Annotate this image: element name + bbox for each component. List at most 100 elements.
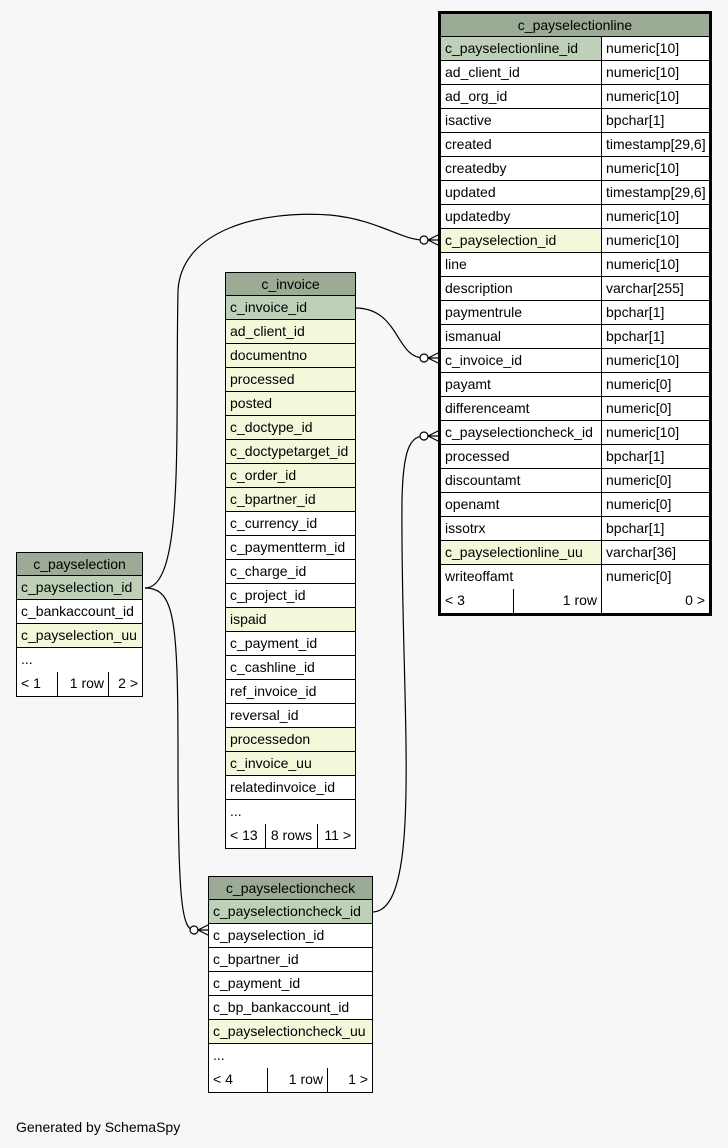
children-link[interactable]: 1 > — [327, 1068, 372, 1092]
more-columns-row[interactable]: ... — [17, 648, 142, 672]
column-row[interactable]: ref_invoice_id — [226, 680, 355, 704]
column-name: ad_client_id — [230, 323, 305, 339]
column-row[interactable]: ad_client_id — [226, 320, 355, 344]
column-type: numeric[10] — [601, 253, 709, 276]
parents-link[interactable]: < 4 — [213, 1071, 233, 1087]
row-count: 8 rows — [265, 824, 317, 848]
column-row[interactable]: line numeric[10] — [441, 253, 709, 277]
column-row[interactable]: c_order_id — [226, 464, 355, 488]
column-name: c_bankaccount_id — [21, 603, 134, 619]
column-row[interactable]: c_invoice_uu — [226, 752, 355, 776]
column-row[interactable]: reversal_id — [226, 704, 355, 728]
more-columns-row[interactable]: ... — [209, 1044, 372, 1068]
column-name: c_payselectioncheck_uu — [213, 1023, 366, 1039]
column-row[interactable]: c_doctypetarget_id — [226, 440, 355, 464]
column-row[interactable]: processedon — [226, 728, 355, 752]
column-type: numeric[10] — [601, 205, 709, 228]
column-type: bpchar[1] — [601, 109, 709, 132]
column-row[interactable]: c_payselection_id — [17, 576, 142, 600]
column-name: updated — [445, 184, 496, 200]
link-check-to-line — [371, 435, 425, 913]
column-row[interactable]: c_bpartner_id — [226, 488, 355, 512]
column-row[interactable]: c_payselection_uu — [17, 624, 142, 648]
column-name: c_project_id — [230, 587, 306, 603]
column-name: c_doctype_id — [230, 419, 313, 435]
column-row[interactable]: c_payselection_id — [209, 924, 372, 948]
column-name: c_invoice_id — [445, 352, 523, 368]
column-row[interactable]: relatedinvoice_id — [226, 776, 355, 800]
column-name: writeoffamt — [445, 568, 514, 584]
column-row[interactable]: c_bp_bankaccount_id — [209, 996, 372, 1020]
column-row[interactable]: c_cashline_id — [226, 656, 355, 680]
column-name: c_payment_id — [213, 975, 301, 991]
table-c-payselection[interactable]: c_payselection c_payselection_id c_bankac… — [16, 552, 143, 697]
parents-link[interactable]: < 3 — [445, 592, 465, 608]
column-row[interactable]: c_payselectioncheck_uu — [209, 1020, 372, 1044]
column-name: line — [445, 256, 467, 272]
column-row[interactable]: c_bpartner_id — [209, 948, 372, 972]
more-columns-row[interactable]: ... — [226, 800, 355, 824]
column-type: numeric[10] — [601, 421, 709, 444]
column-row[interactable]: c_payment_id — [209, 972, 372, 996]
parents-link[interactable]: < 13 — [230, 827, 258, 843]
children-link[interactable]: 2 > — [108, 672, 142, 696]
column-type: bpchar[1] — [601, 325, 709, 348]
children-link[interactable]: 0 > — [601, 589, 709, 613]
table-title[interactable]: c_invoice — [226, 273, 355, 296]
column-row[interactable]: processed — [226, 368, 355, 392]
table-title[interactable]: c_payselectionline — [441, 14, 709, 37]
column-row[interactable]: c_currency_id — [226, 512, 355, 536]
column-row[interactable]: c_payselectioncheck_id — [209, 900, 372, 924]
column-row[interactable]: ispaid — [226, 608, 355, 632]
column-row[interactable]: c_invoice_id — [226, 296, 355, 320]
column-type: varchar[36] — [601, 541, 709, 564]
column-row[interactable]: c_charge_id — [226, 560, 355, 584]
column-name: processed — [230, 371, 295, 387]
column-name: reversal_id — [230, 707, 299, 723]
column-name: c_paymentterm_id — [230, 539, 346, 555]
table-title[interactable]: c_payselectioncheck — [209, 877, 372, 900]
column-type: timestamp[29,6] — [601, 133, 709, 156]
column-name: c_invoice_id — [230, 299, 308, 315]
column-row[interactable]: c_bankaccount_id — [17, 600, 142, 624]
column-row[interactable]: c_paymentterm_id — [226, 536, 355, 560]
children-link[interactable]: 11 > — [317, 824, 355, 848]
table-c-payselectioncheck[interactable]: c_payselectioncheck c_payselectioncheck_… — [208, 876, 373, 1093]
column-row[interactable]: posted — [226, 392, 355, 416]
column-row[interactable]: documentno — [226, 344, 355, 368]
column-type: numeric[10] — [601, 37, 709, 60]
column-name: ref_invoice_id — [230, 683, 317, 699]
parents-link[interactable]: < 1 — [21, 675, 41, 691]
row-count: 1 row — [513, 589, 601, 613]
table-c-payselectionline[interactable]: c_payselectionline c_payselectionline_id… — [438, 11, 712, 616]
column-row[interactable]: c_doctype_id — [226, 416, 355, 440]
column-row[interactable]: c_payment_id — [226, 632, 355, 656]
row-count: 1 row — [57, 672, 108, 696]
table-title[interactable]: c_payselection — [17, 553, 142, 576]
column-name: c_doctypetarget_id — [230, 443, 349, 459]
column-row[interactable]: c_project_id — [226, 584, 355, 608]
